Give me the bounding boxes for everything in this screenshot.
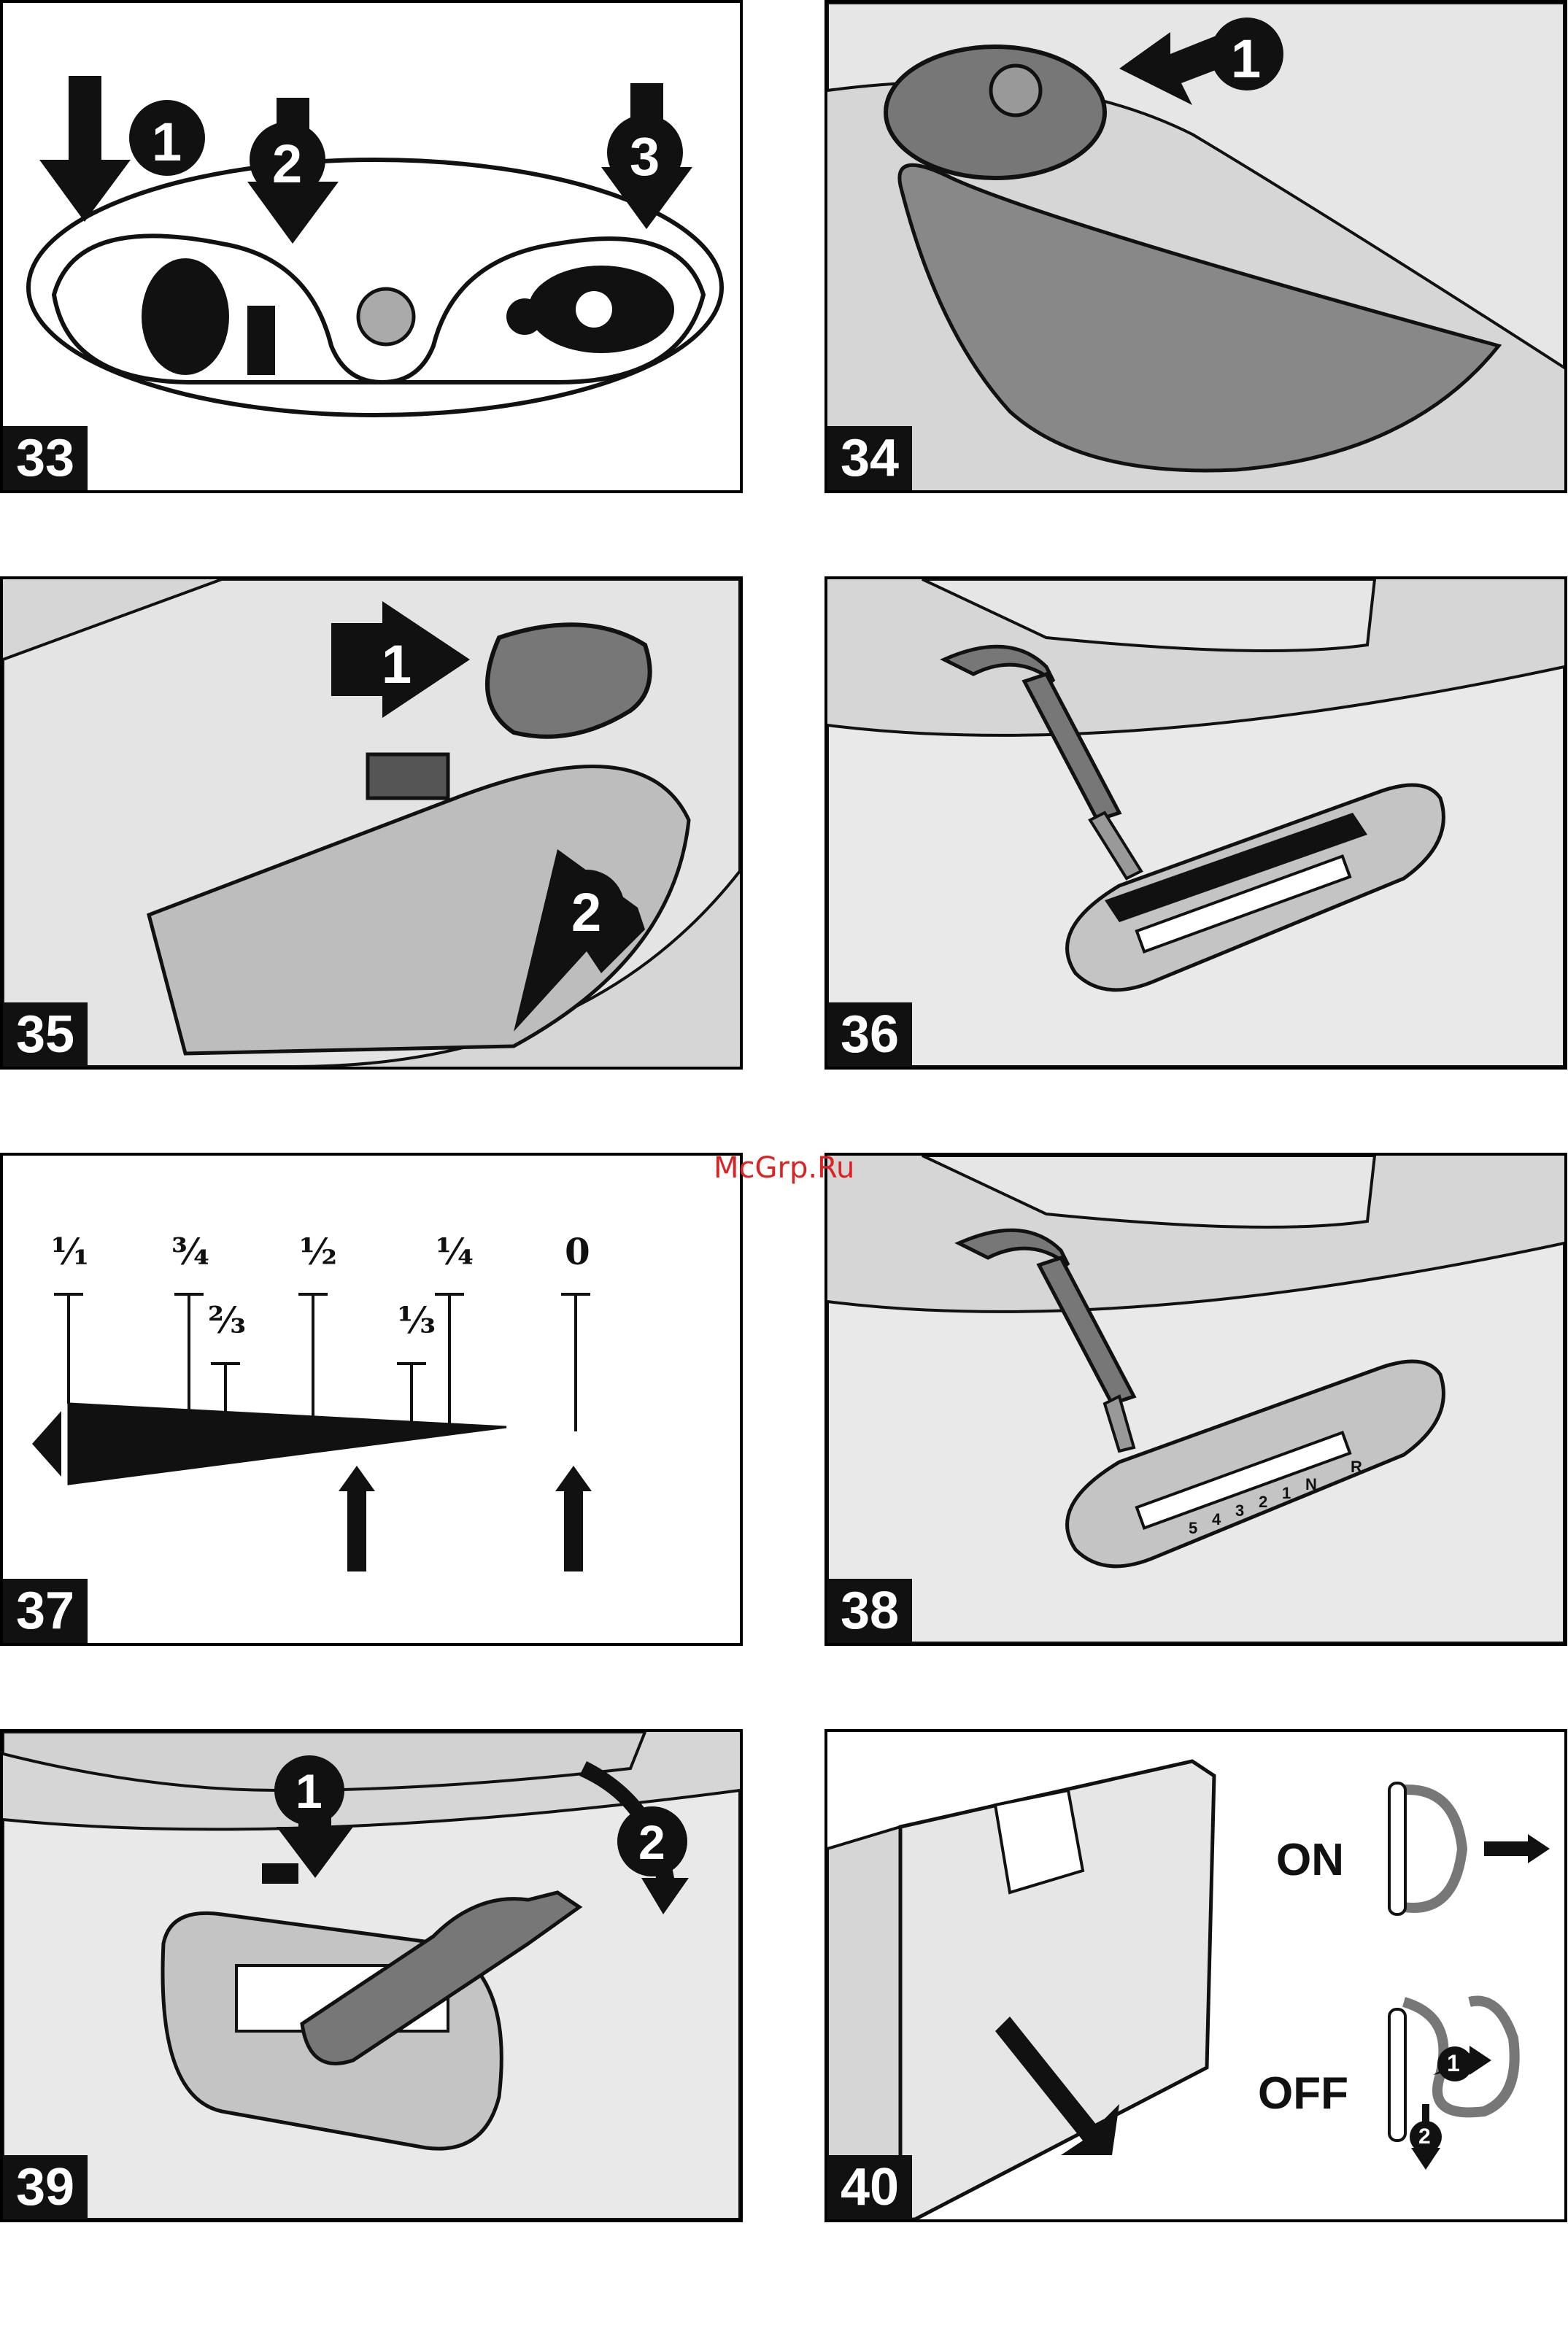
scale-label-2-3: ²⁄₃ bbox=[208, 1299, 246, 1342]
figure-number: 35 bbox=[3, 1002, 88, 1067]
parking-brake-illustration bbox=[3, 579, 740, 1067]
figure-number: 33 bbox=[3, 426, 88, 490]
callout-3: 3 bbox=[630, 125, 660, 187]
figure-number: 34 bbox=[827, 426, 912, 490]
figure-number: 40 bbox=[827, 2155, 912, 2219]
callout-2: 2 bbox=[638, 1814, 665, 1870]
scale-label-3-4: ³⁄₄ bbox=[171, 1230, 209, 1273]
figure-39: 1 2 39 bbox=[0, 1729, 743, 2222]
speed-scale-diagram bbox=[3, 1156, 740, 1643]
watermark: McGrp.Ru bbox=[714, 1151, 854, 1185]
scale-label-1-4: ¼ bbox=[436, 1230, 474, 1273]
dashboard-controls-illustration bbox=[3, 3, 740, 490]
figure-33: 1 2 3 33 bbox=[0, 0, 743, 493]
scale-label-1-3: ⅓ bbox=[398, 1299, 436, 1342]
on-label: ON bbox=[1276, 1834, 1344, 1886]
gear-mark-r: R bbox=[1351, 1458, 1362, 1477]
figure-40: ON OFF 1 2 40 bbox=[824, 1729, 1567, 2222]
figure-38: 5 4 3 2 1 N R 38 bbox=[824, 1153, 1567, 1646]
scale-label-1-2: ½ bbox=[299, 1230, 337, 1273]
figure-number: 39 bbox=[3, 2155, 88, 2219]
callout-1: 1 bbox=[1231, 28, 1261, 90]
callout-1: 1 bbox=[152, 111, 182, 173]
figure-37: ¹⁄₁ ³⁄₄ ²⁄₃ ½ ⅓ ¼ 0 37 bbox=[0, 1153, 743, 1646]
gear-selector-illustration bbox=[827, 1156, 1564, 1643]
callout-1: 1 bbox=[382, 633, 412, 695]
callout-2: 2 bbox=[571, 881, 601, 943]
drive-lever-illustration bbox=[827, 579, 1564, 1067]
gear-mark-4: 4 bbox=[1212, 1510, 1221, 1529]
figure-36: 36 bbox=[824, 576, 1567, 1070]
figure-number: 38 bbox=[827, 1579, 912, 1643]
figure-34: 1 34 bbox=[824, 0, 1567, 493]
figure-35: 1 2 35 bbox=[0, 576, 743, 1070]
gear-mark-n: N bbox=[1305, 1475, 1317, 1494]
callout-1: 1 bbox=[296, 1763, 323, 1819]
figure-number: 37 bbox=[3, 1579, 88, 1643]
scale-label-1-1: ¹⁄₁ bbox=[51, 1230, 89, 1273]
mower-blade-lever-illustration bbox=[3, 1732, 740, 2219]
gear-mark-3: 3 bbox=[1235, 1501, 1244, 1520]
gear-mark-1: 1 bbox=[1282, 1484, 1291, 1503]
gear-mark-5: 5 bbox=[1189, 1519, 1197, 1538]
callout-2: 2 bbox=[272, 133, 302, 195]
figure-number: 36 bbox=[827, 1002, 912, 1067]
callout-1: 1 bbox=[1447, 2050, 1460, 2077]
brake-pedal-illustration bbox=[827, 3, 1564, 490]
gear-mark-2: 2 bbox=[1259, 1493, 1267, 1512]
off-label: OFF bbox=[1258, 2068, 1348, 2119]
grass-catcher-illustration bbox=[827, 1732, 1564, 2219]
scale-label-0: 0 bbox=[565, 1230, 590, 1273]
callout-2: 2 bbox=[1418, 2125, 1431, 2149]
